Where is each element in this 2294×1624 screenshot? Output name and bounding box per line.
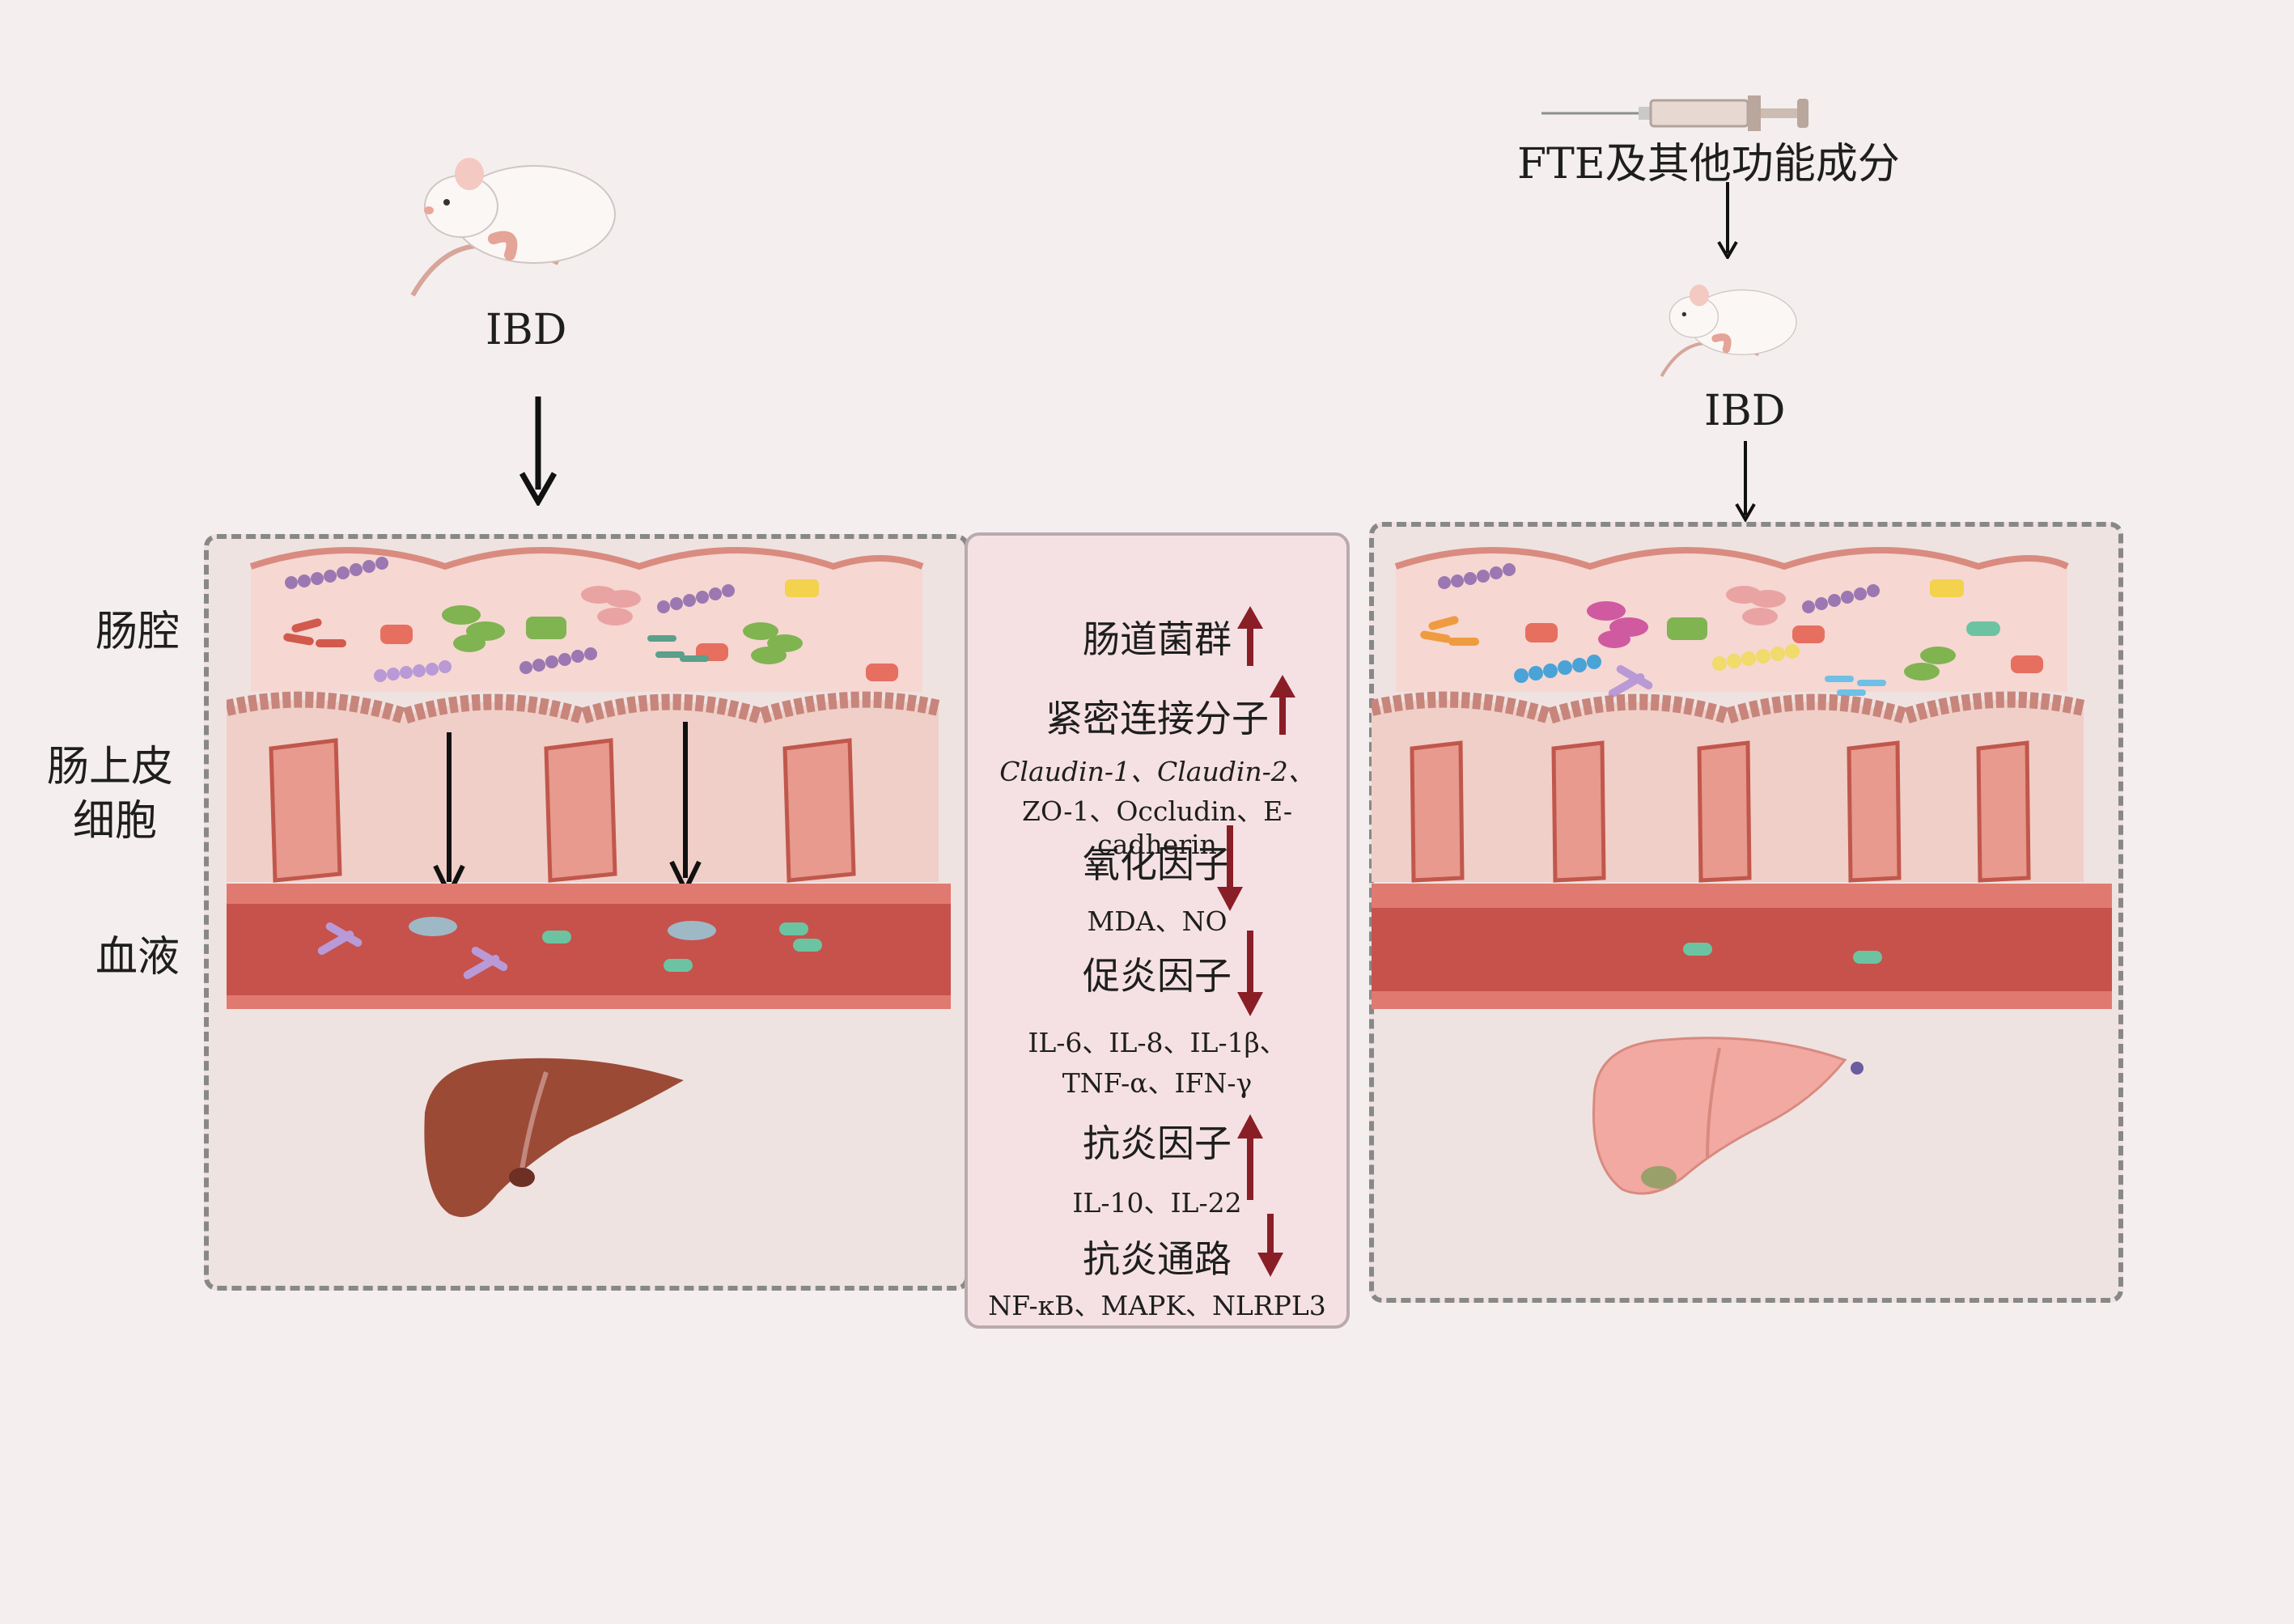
mouse-icon [1660, 284, 1797, 377]
epithelium-label-2: 细胞 [73, 797, 158, 846]
item-detail: Claudin-1、Claudin-2、 [999, 756, 1315, 787]
liver-icon [424, 1058, 684, 1218]
left-title: IBD [486, 306, 567, 354]
item-heading: 紧密连接分子 [1045, 697, 1269, 740]
item-detail: MDA、NO [1087, 905, 1228, 937]
down-arrow-icon [1717, 182, 1738, 259]
blood-label: 血液 [95, 933, 180, 982]
item-heading: 肠道菌群 [1083, 617, 1232, 661]
item-detail: TNF-α、IFN-γ [1062, 1067, 1253, 1099]
epithelium-label-1: 肠上皮 [47, 743, 174, 791]
mouse-icon [410, 158, 616, 297]
down-arrow-icon [1217, 825, 1243, 911]
item-detail: NF-κB、MAPK、NLRPL3 [988, 1290, 1326, 1321]
effects-panel: 肠道菌群 紧密连接分子 Claudin-1、Claudin-2、 ZO-1、Oc… [965, 532, 1350, 1329]
syringe-icon [1541, 95, 1808, 131]
down-arrow-icon [1735, 441, 1756, 522]
down-arrow-icon [1257, 1214, 1283, 1277]
up-arrow-icon [1270, 675, 1295, 735]
treatment-label: FTE及其他功能成分 [1517, 140, 1900, 189]
item-detail: ZO-1、Occludin、E-cadherin [1022, 795, 1292, 860]
right-title: IBD [1704, 387, 1786, 435]
liver-icon [1592, 1037, 1864, 1195]
item-heading: 氧化因子 [1083, 842, 1232, 886]
up-arrow-icon [1237, 1114, 1263, 1200]
item-heading: 促炎因子 [1083, 954, 1232, 998]
item-detail: IL-6、IL-8、IL-1β、 [1028, 1027, 1287, 1058]
down-arrow-icon [1237, 931, 1263, 1016]
left-intestine-illustration [227, 547, 951, 1009]
item-detail: IL-10、IL-22 [1072, 1187, 1242, 1219]
item-heading: 抗炎通路 [1083, 1237, 1232, 1281]
down-arrow-icon [519, 396, 558, 506]
item-heading: 抗炎因子 [1083, 1122, 1232, 1165]
lumen-label: 肠腔 [95, 608, 180, 656]
right-intestine-illustration [1372, 547, 2112, 1009]
up-arrow-icon [1237, 606, 1263, 666]
